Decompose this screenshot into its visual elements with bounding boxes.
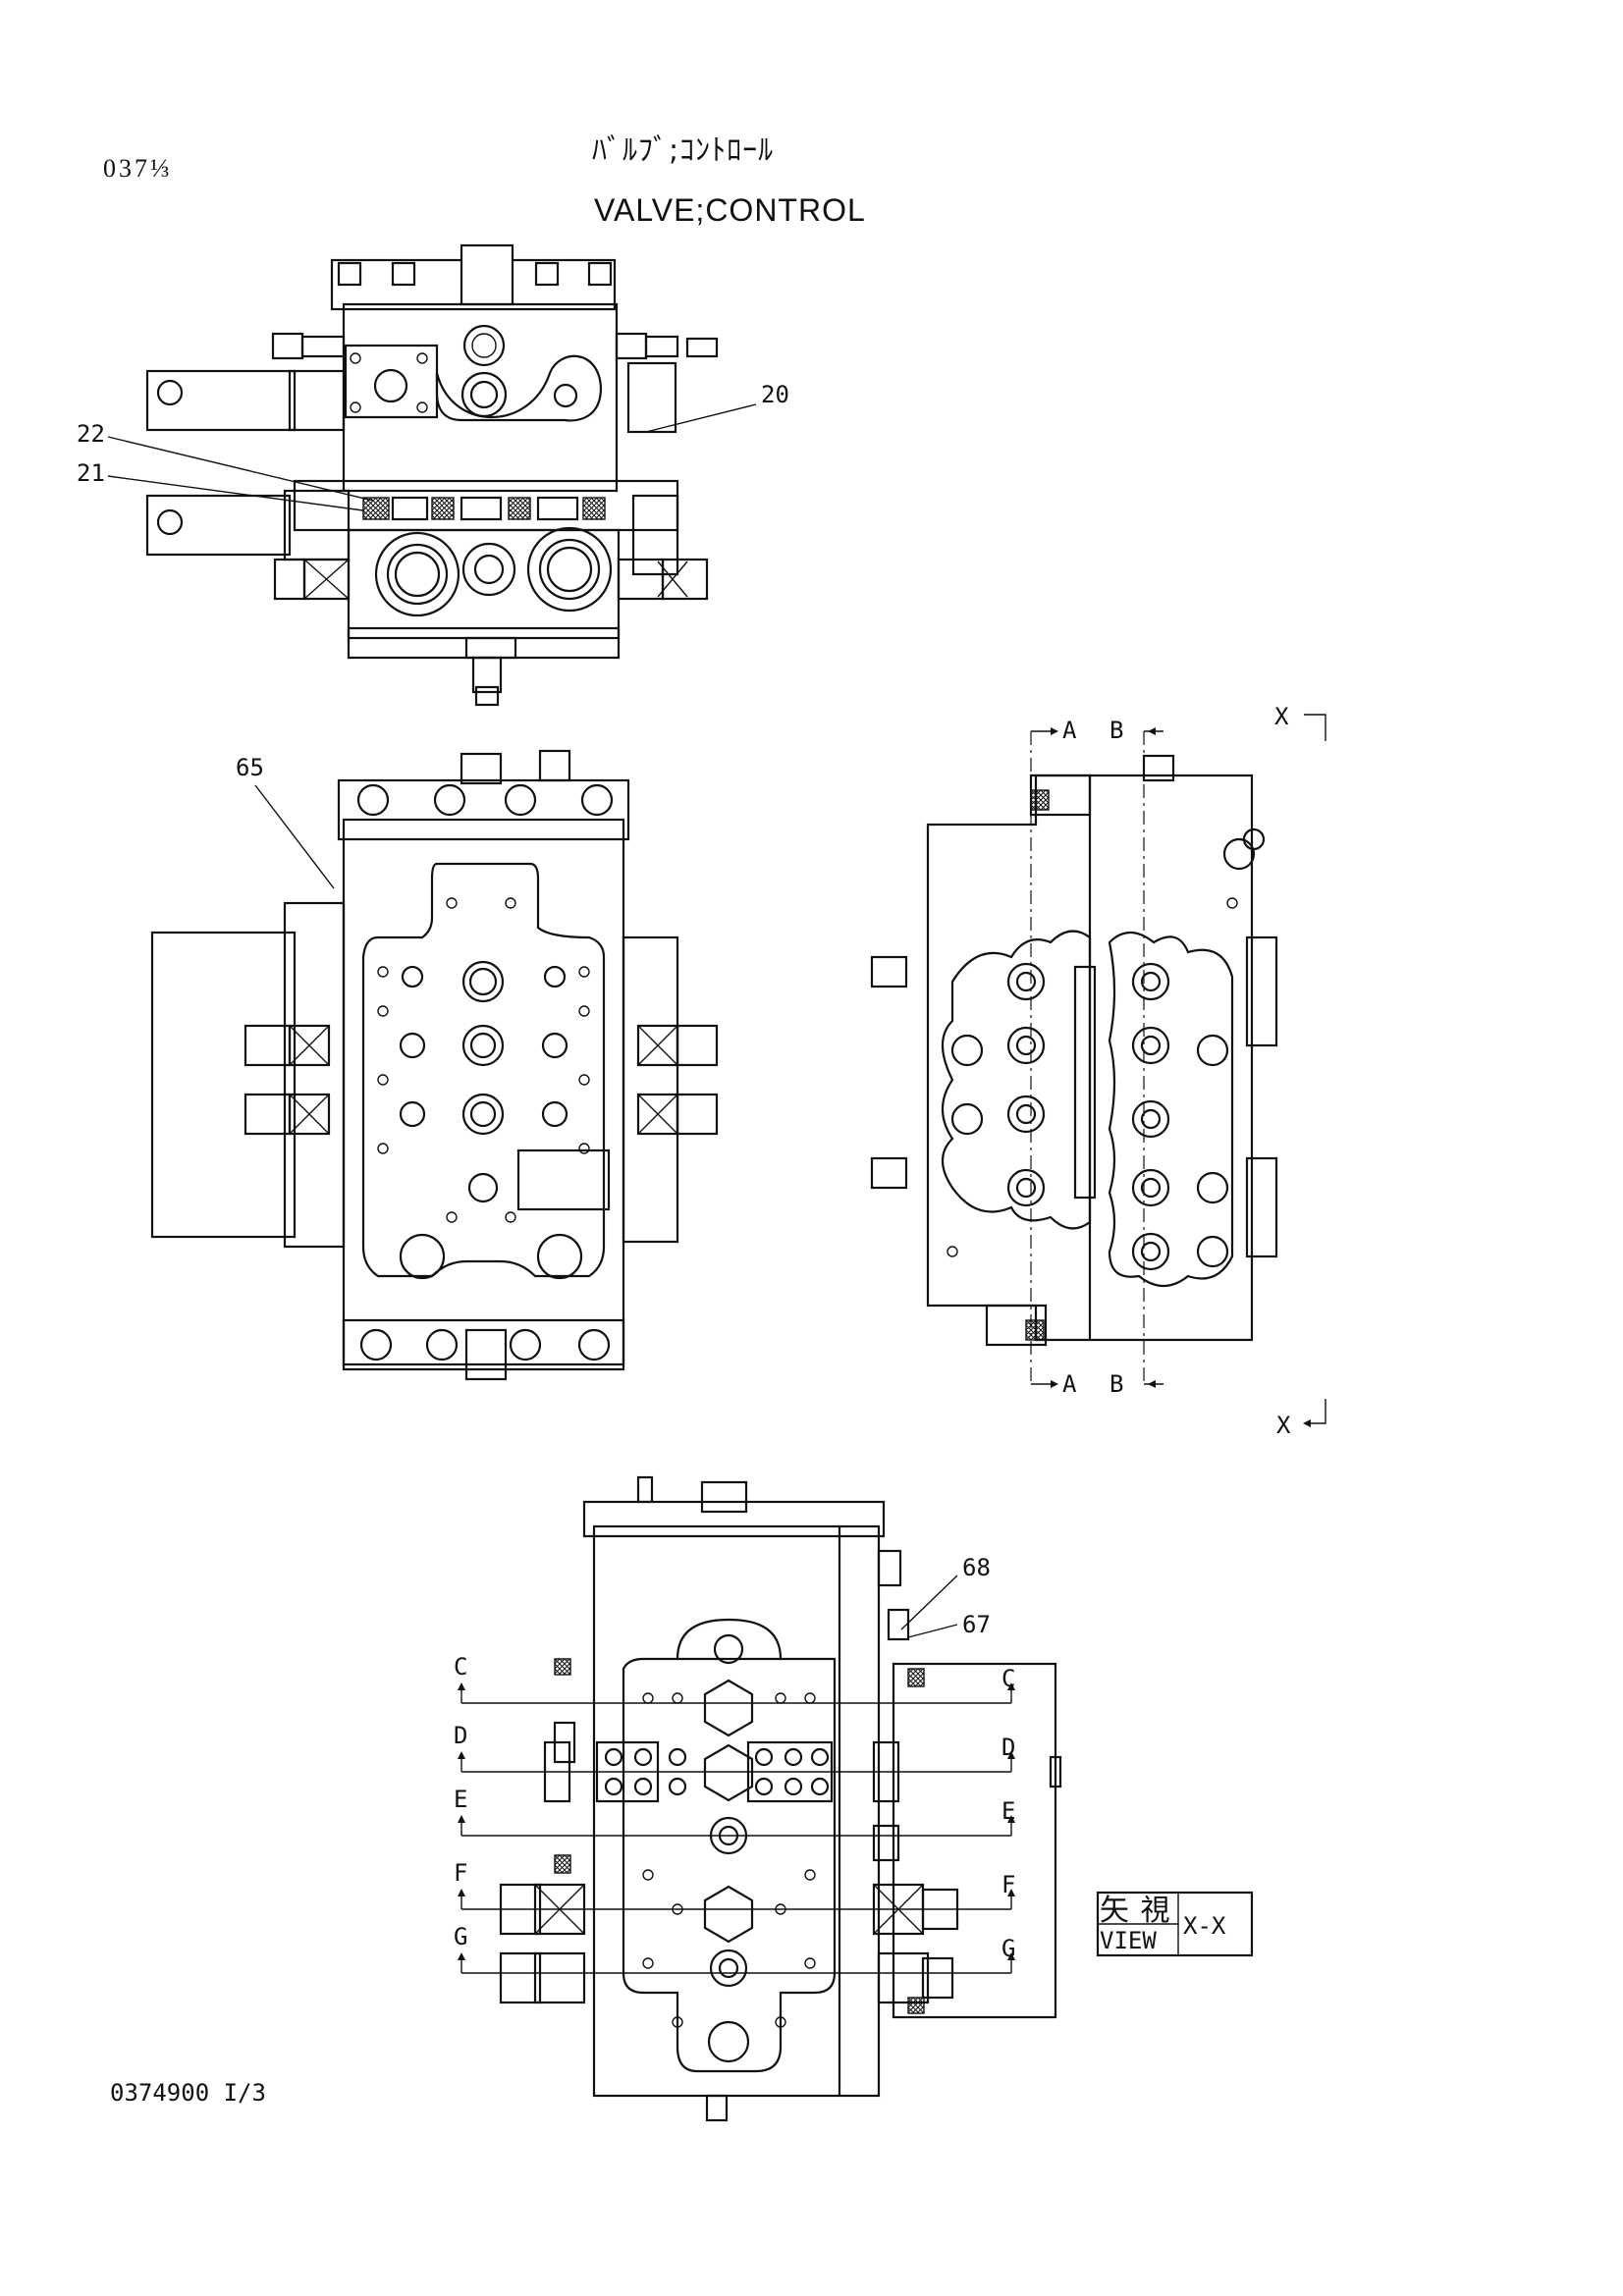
page-code: 037⅓ — [103, 154, 173, 183]
side-view — [870, 714, 1326, 1427]
callout-20: 20 — [761, 381, 789, 408]
section-mark-f-left: F — [454, 1859, 467, 1887]
title-japanese: ﾊﾞﾙﾌﾞ;ｺﾝﾄﾛｰﾙ — [592, 133, 774, 168]
callout-21: 21 — [77, 459, 105, 487]
bottom-view-xx — [458, 1475, 1062, 2122]
section-mark-b-bottom: B — [1109, 1370, 1123, 1398]
title-english: VALVE;CONTROL — [594, 192, 866, 228]
top-view — [107, 243, 757, 707]
view-label-word: VIEW — [1100, 1927, 1157, 1954]
view-label-box — [1096, 1891, 1254, 1957]
view-label-suffix: X-X — [1183, 1912, 1226, 1940]
view-label-jp: 矢 視 — [1100, 1894, 1171, 1928]
section-mark-e-right: E — [1001, 1797, 1015, 1825]
section-mark-c-left: C — [454, 1653, 467, 1681]
section-mark-b-top: B — [1109, 717, 1123, 744]
section-mark-d-right: D — [1001, 1734, 1015, 1761]
section-mark-f-right: F — [1001, 1871, 1015, 1898]
drawing-number: 0374900 I/3 — [110, 2079, 266, 2107]
view-mark-x-top: X — [1274, 703, 1289, 730]
callout-22: 22 — [77, 420, 105, 448]
callout-67: 67 — [962, 1611, 991, 1638]
section-mark-a-top: A — [1062, 717, 1077, 744]
section-mark-g-left: G — [454, 1923, 467, 1950]
callout-68: 68 — [962, 1554, 991, 1581]
section-mark-g-right: G — [1001, 1935, 1015, 1962]
section-mark-e-left: E — [454, 1786, 467, 1813]
front-view — [150, 749, 719, 1381]
section-mark-a-bottom: A — [1062, 1370, 1077, 1398]
callout-65: 65 — [236, 754, 264, 781]
section-mark-d-left: D — [454, 1722, 467, 1749]
section-mark-c-right: C — [1001, 1665, 1015, 1692]
view-mark-x-bottom: X — [1276, 1412, 1291, 1439]
